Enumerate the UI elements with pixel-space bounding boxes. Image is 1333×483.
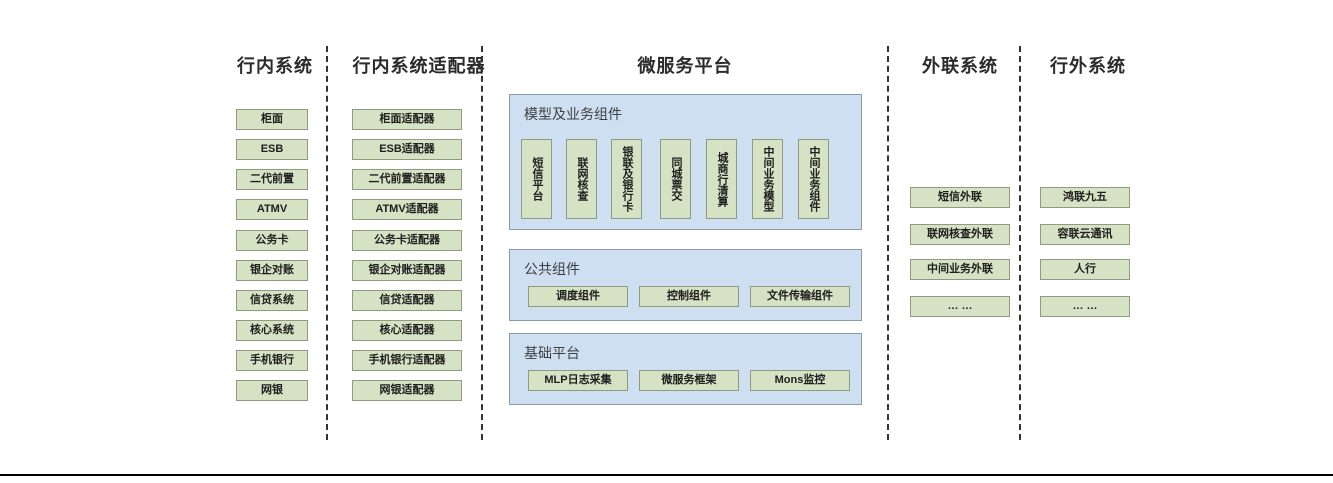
out-of-bank-box[interactable]: 鸿联九五 [1040,187,1130,208]
adapter-box[interactable]: 二代前置适配器 [352,169,462,190]
panel-label-base-platform: 基础平台 [524,345,580,361]
system-box[interactable]: 信贷系统 [236,290,308,311]
component-box[interactable]: 中间业务组件 [798,139,829,219]
adapter-box[interactable]: 核心适配器 [352,320,462,341]
divider-2 [481,46,483,440]
adapter-box[interactable]: 银企对账适配器 [352,260,462,281]
out-of-bank-box[interactable]: … … [1040,296,1130,317]
column-title-in-bank-adapters: 行内系统适配器 [352,56,486,76]
column-title-in-bank-systems: 行内系统 [237,56,313,76]
out-of-bank-box[interactable]: 容联云通讯 [1040,224,1130,245]
panel-public-components: 公共组件 [509,249,862,321]
system-box[interactable]: 网银 [236,380,308,401]
public-component-box[interactable]: 控制组件 [639,286,739,307]
panel-base-platform: 基础平台 [509,333,862,405]
column-title-out-of-bank-systems: 行外系统 [1050,56,1126,76]
panel-label-model-business-components: 模型及业务组件 [524,106,622,122]
adapter-box[interactable]: 信贷适配器 [352,290,462,311]
system-box[interactable]: ESB [236,139,308,160]
system-box[interactable]: 柜面 [236,109,308,130]
component-box[interactable]: 联网核查 [566,139,597,219]
column-title-external-link-systems: 外联系统 [922,56,998,76]
adapter-box[interactable]: ATMV适配器 [352,199,462,220]
bottom-separator-line [0,474,1333,476]
system-box[interactable]: ATMV [236,199,308,220]
base-platform-box[interactable]: 微服务框架 [639,370,739,391]
public-component-box[interactable]: 文件传输组件 [750,286,850,307]
adapter-box[interactable]: ESB适配器 [352,139,462,160]
component-box[interactable]: 银联及银行卡 [611,139,642,219]
component-box[interactable]: 中间业务模型 [752,139,783,219]
public-component-box[interactable]: 调度组件 [528,286,628,307]
divider-4 [1019,46,1021,440]
system-box[interactable]: 核心系统 [236,320,308,341]
adapter-box[interactable]: 手机银行适配器 [352,350,462,371]
panel-label-public-components: 公共组件 [524,261,580,277]
component-box[interactable]: 城商行清算 [706,139,737,219]
out-of-bank-box[interactable]: 人行 [1040,259,1130,280]
external-link-box[interactable]: … … [910,296,1010,317]
external-link-box[interactable]: 中间业务外联 [910,259,1010,280]
component-box[interactable]: 短信平台 [521,139,552,219]
system-box[interactable]: 银企对账 [236,260,308,281]
system-box[interactable]: 二代前置 [236,169,308,190]
adapter-box[interactable]: 公务卡适配器 [352,230,462,251]
base-platform-box[interactable]: MLP日志采集 [528,370,628,391]
base-platform-box[interactable]: Mons监控 [750,370,850,391]
column-title-microservice-platform: 微服务平台 [637,56,733,76]
external-link-box[interactable]: 短信外联 [910,187,1010,208]
adapter-box[interactable]: 网银适配器 [352,380,462,401]
system-box[interactable]: 手机银行 [236,350,308,371]
system-box[interactable]: 公务卡 [236,230,308,251]
component-box[interactable]: 同城票交 [660,139,691,219]
external-link-box[interactable]: 联网核查外联 [910,224,1010,245]
divider-1 [326,46,328,440]
adapter-box[interactable]: 柜面适配器 [352,109,462,130]
divider-3 [887,46,889,440]
